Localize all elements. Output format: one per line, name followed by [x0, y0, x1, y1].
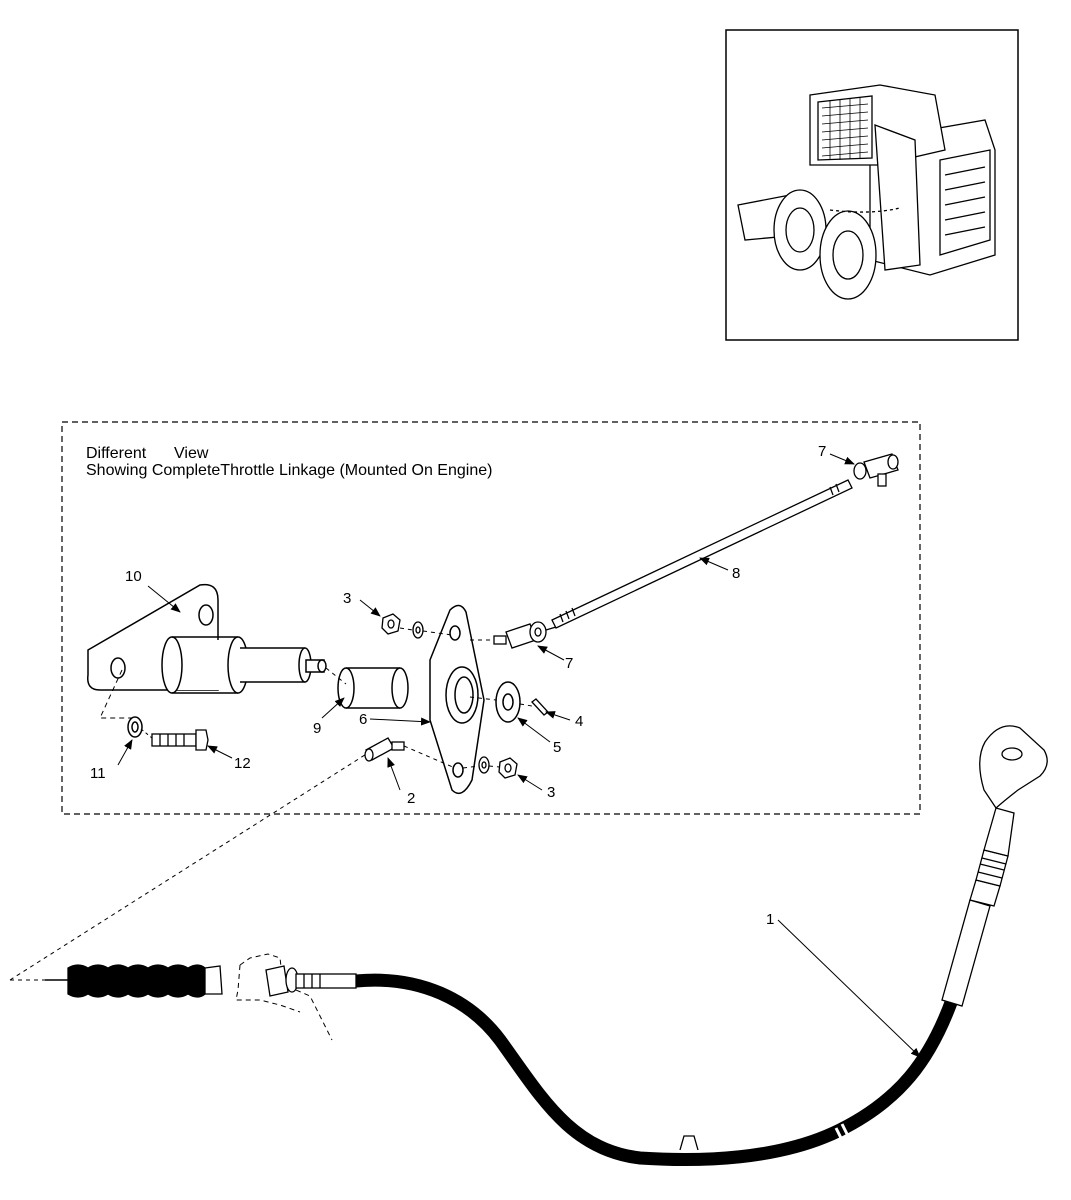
- part-10-bracket: [87, 583, 327, 694]
- callout-3-upper: 3: [343, 590, 351, 607]
- callout-3-lower: 3: [547, 784, 555, 801]
- cable-boot: [45, 964, 223, 998]
- callout-4: 4: [575, 713, 583, 730]
- part-7-rod-end-lower: [493, 621, 557, 649]
- callout-7-lower: 7: [565, 655, 573, 672]
- callout-6: 6: [359, 711, 367, 728]
- part-11-washer: [127, 716, 143, 738]
- callout-1: 1: [766, 911, 774, 928]
- inset-caption-word1: Different: [86, 445, 147, 462]
- part-4-pin: [531, 698, 549, 716]
- machine-locator-inset: [725, 29, 1019, 341]
- callout-7-upper: 7: [818, 443, 826, 460]
- callout-10: 10: [125, 568, 142, 585]
- part-6-flange: [429, 604, 485, 795]
- skid-steer-loader-illustration: [737, 84, 996, 300]
- part-2-stud: [364, 737, 405, 762]
- cab-grille: [821, 97, 869, 160]
- callout-leaders: [117, 453, 921, 1058]
- part-1-throttle-cable: [45, 725, 1048, 1167]
- part-3-nut-lower: [478, 756, 518, 779]
- inset-caption-line2: Showing CompleteThrottle Linkage (Mounte…: [86, 462, 492, 479]
- callout-8: 8: [732, 565, 740, 582]
- callout-2: 2: [407, 790, 415, 807]
- inset-view-border: [61, 421, 921, 815]
- part-5-washer: [495, 681, 521, 723]
- cable-fitting: [265, 965, 357, 997]
- throttle-handle: [941, 725, 1048, 1007]
- cable-mount-bracket: [235, 953, 333, 1041]
- part-10-hole-guide: [99, 669, 136, 719]
- callout-9: 9: [313, 720, 321, 737]
- part-7-rod-end-upper: [853, 453, 899, 487]
- callout-11: 11: [90, 765, 106, 782]
- callout-12: 12: [234, 755, 251, 772]
- inset-caption-word2: View: [174, 445, 209, 462]
- callout-5: 5: [553, 739, 561, 756]
- part-9-bushing: [337, 667, 409, 709]
- alignment-lines: [9, 627, 533, 981]
- part-3-nut-upper: [381, 613, 424, 639]
- part-12-bolt: [151, 729, 209, 751]
- part-8-rod: [551, 479, 853, 629]
